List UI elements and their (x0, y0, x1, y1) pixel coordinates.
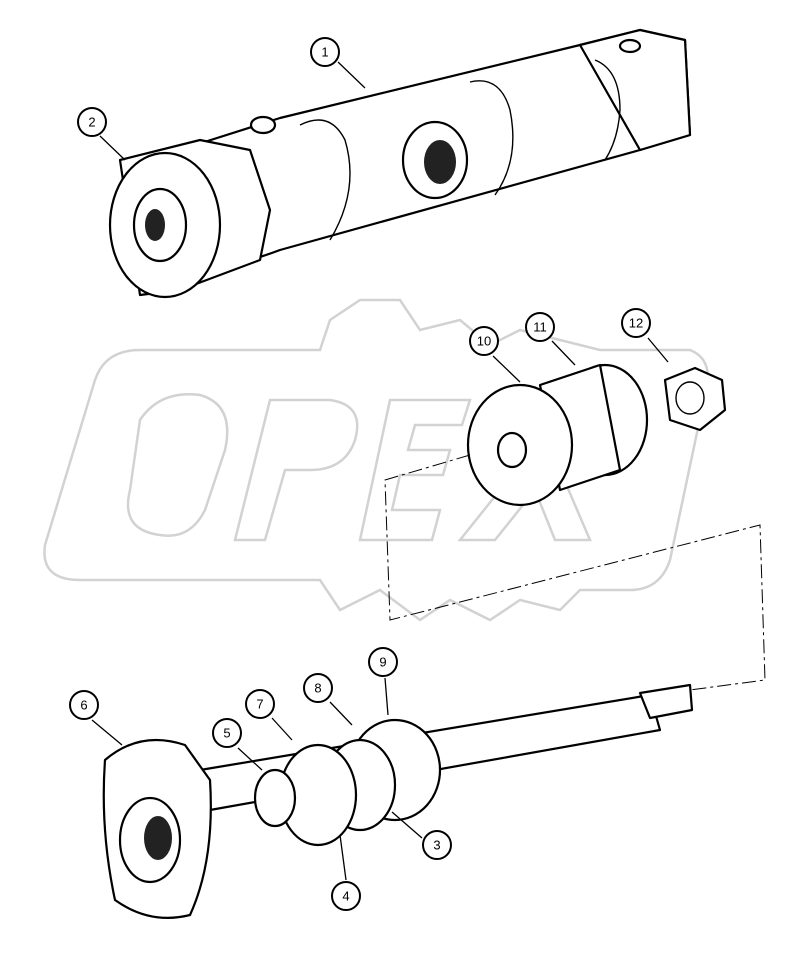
callout-9: 9 (368, 647, 398, 677)
callout-7: 7 (245, 689, 275, 719)
svg-text:10: 10 (477, 334, 491, 349)
piston-rod (102, 683, 694, 919)
gland-nut (108, 138, 272, 299)
svg-text:8: 8 (314, 681, 321, 696)
svg-text:5: 5 (223, 726, 230, 741)
leader-lines (91, 61, 669, 881)
callout-5: 5 (212, 718, 242, 748)
svg-text:12: 12 (629, 316, 643, 331)
svg-text:2: 2 (88, 115, 95, 130)
callout-1: 1 (310, 37, 340, 67)
callout-6: 6 (69, 690, 99, 720)
svg-text:7: 7 (256, 697, 263, 712)
svg-text:9: 9 (379, 655, 386, 670)
lock-nut-12 (663, 366, 727, 432)
callout-12: 12 (621, 308, 651, 338)
callout-11: 11 (525, 312, 555, 342)
piston-assembly (384, 363, 766, 691)
cylinder-body (178, 28, 692, 277)
callout-4: 4 (331, 881, 361, 911)
svg-text:4: 4 (342, 889, 349, 904)
svg-text:3: 3 (433, 838, 440, 853)
svg-text:6: 6 (80, 698, 87, 713)
callout-8: 8 (303, 673, 333, 703)
callout-10: 10 (469, 326, 499, 356)
callout-2: 2 (77, 107, 107, 137)
svg-text:11: 11 (533, 320, 547, 335)
callout-3: 3 (422, 830, 452, 860)
svg-text:1: 1 (321, 45, 328, 60)
